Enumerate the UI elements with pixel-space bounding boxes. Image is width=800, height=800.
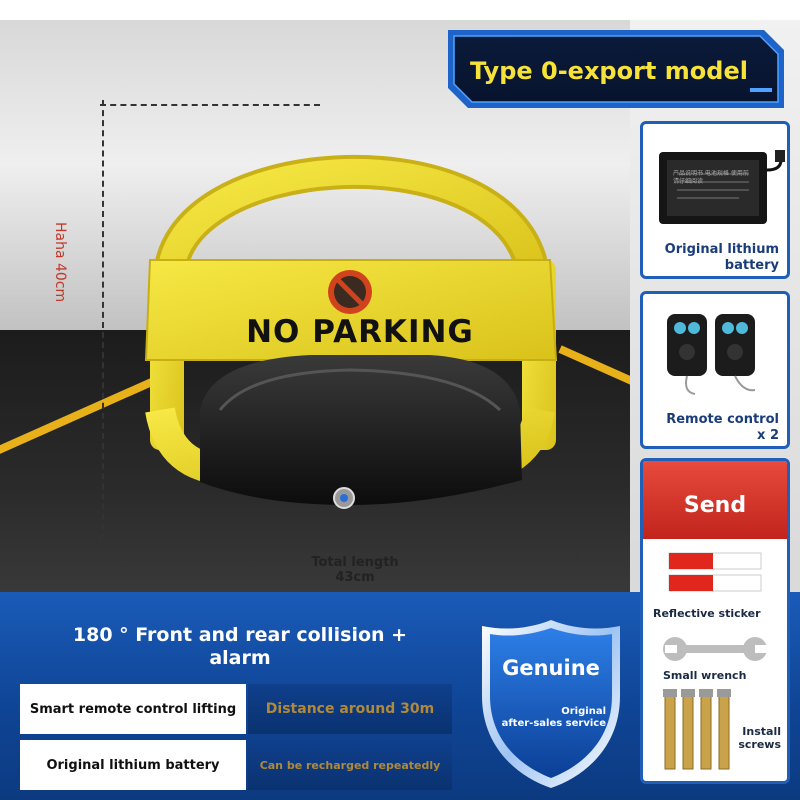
headline-line2: alarm xyxy=(209,647,271,669)
parking-lock-image: NO PARKING xyxy=(130,110,570,530)
dimension-vertical-line xyxy=(102,100,104,550)
remote-control-icon xyxy=(667,314,756,395)
screws-label-line2: screws xyxy=(738,738,781,751)
feature-distance: Distance around 30m xyxy=(248,684,452,734)
send-title: Send xyxy=(683,493,747,518)
height-label: Haha 40cm xyxy=(52,222,68,303)
genuine-shield-icon xyxy=(482,620,620,788)
screws-label: Install screws xyxy=(738,725,781,751)
wrench-label: Small wrench xyxy=(663,669,747,682)
remote-label: Remote control x 2 xyxy=(666,412,779,444)
feature-row-remote: Smart remote control lifting Distance ar… xyxy=(20,684,452,734)
no-parking-sign-text: NO PARKING xyxy=(246,314,474,350)
battery-label: Original lithium battery xyxy=(665,242,779,274)
banner-title: Type 0-export model xyxy=(470,57,748,85)
battery-label-line2: battery xyxy=(724,258,779,273)
title-banner: Type 0-export model xyxy=(444,26,790,112)
screws-icon xyxy=(663,689,731,770)
feature-row-battery: Original lithium battery Can be recharge… xyxy=(20,740,452,790)
parking-lock-illustration xyxy=(144,155,558,509)
genuine-sub-line1: Original xyxy=(561,706,606,717)
feature-rechargeable: Can be recharged repeatedly xyxy=(248,740,452,790)
battery-panel: 产品说明书 电池规格 使用前请仔细阅读 Original lithium bat… xyxy=(640,121,790,279)
genuine-subtitle: Original after-sales service xyxy=(496,706,606,730)
length-label-line2: 43cm xyxy=(335,570,375,585)
wrench-icon xyxy=(663,637,767,661)
battery-label-line1: Original lithium xyxy=(664,242,779,257)
feature-lithium-battery: Original lithium battery xyxy=(20,740,246,790)
remote-label-line1: Remote control xyxy=(666,412,779,427)
sticker-label: Reflective sticker xyxy=(653,607,761,620)
top-strip xyxy=(0,0,800,20)
screws-label-line1: Install xyxy=(742,725,781,738)
send-header xyxy=(643,461,787,539)
length-label: Total length 43cm xyxy=(300,555,410,585)
feature-remote-lifting: Smart remote control lifting xyxy=(20,684,246,734)
genuine-sub-line2: after-sales service xyxy=(501,718,606,729)
genuine-title: Genuine xyxy=(502,656,600,680)
feature-headline: 180 ° Front and rear collision + alarm xyxy=(40,624,440,670)
dimension-bottom-line xyxy=(102,548,578,550)
battery-box-text: 产品说明书 电池规格 使用前请仔细阅读 xyxy=(673,170,749,185)
headline-line1: 180 ° Front and rear collision + xyxy=(72,624,408,646)
length-label-line1: Total length xyxy=(311,555,399,570)
dimension-end-tick xyxy=(576,540,578,558)
remote-label-line2: x 2 xyxy=(757,428,779,443)
send-panel: Send Reflective sticker Small wrench xyxy=(640,458,790,784)
remote-panel: Remote control x 2 xyxy=(640,291,790,449)
banner-frame xyxy=(448,30,784,108)
battery-icon xyxy=(659,150,785,224)
dimension-top-line xyxy=(100,104,320,106)
reflective-sticker-icon xyxy=(668,552,762,592)
